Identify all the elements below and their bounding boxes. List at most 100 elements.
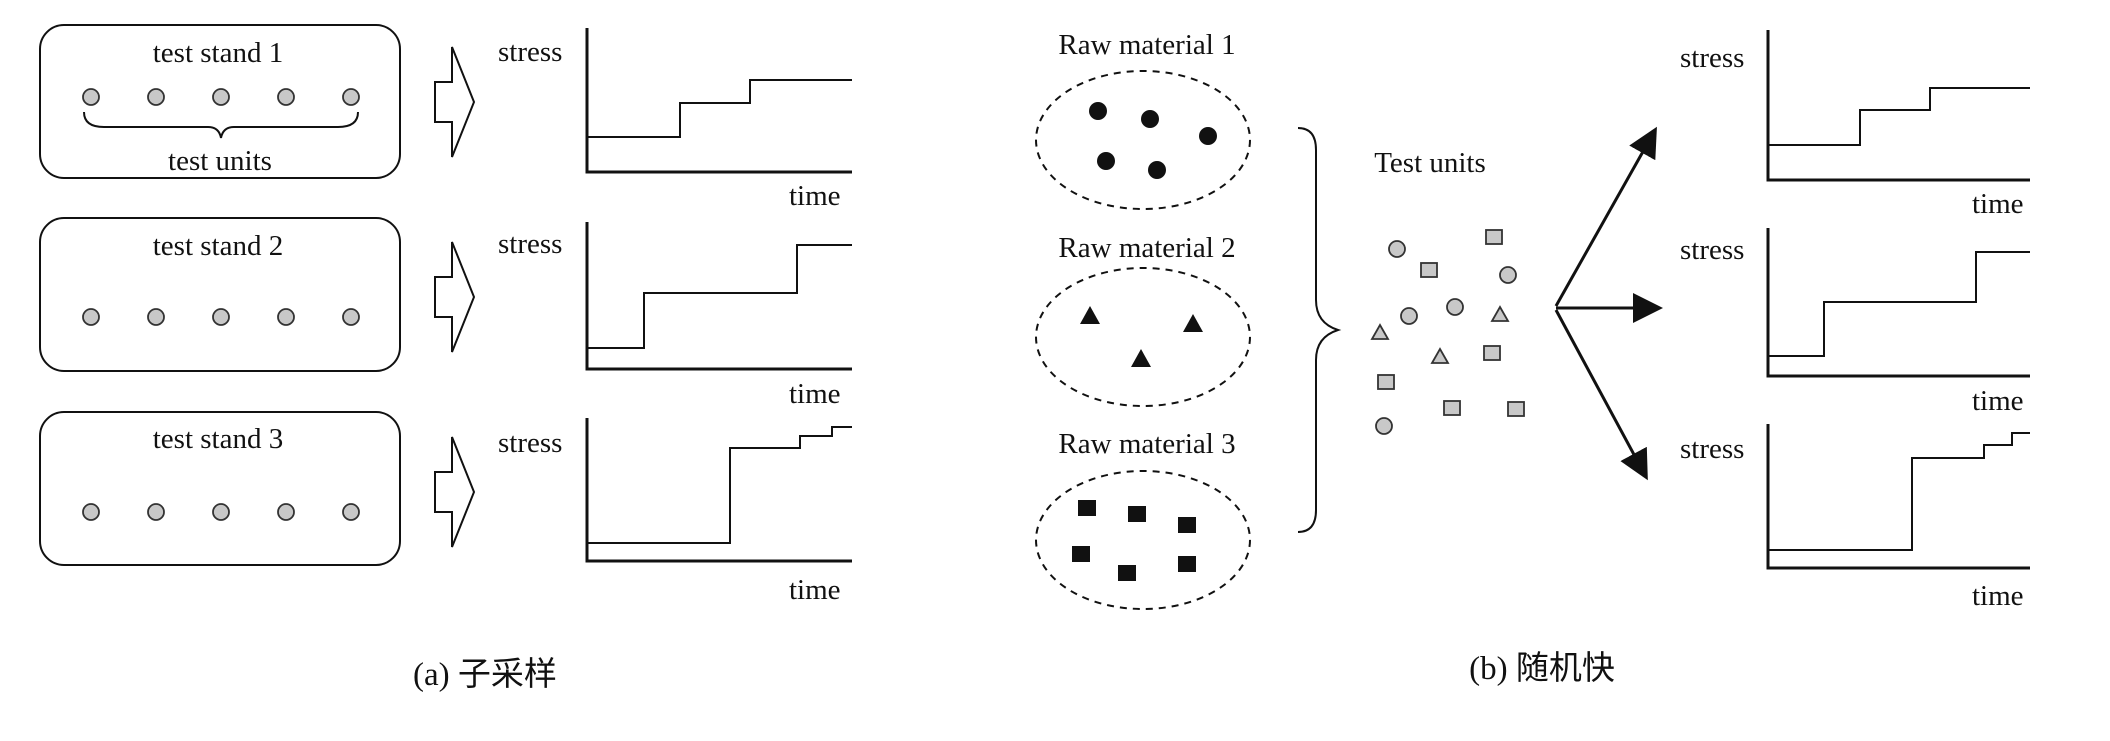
raw-material-1-markers (1089, 102, 1217, 179)
unit-triangle (1430, 347, 1450, 364)
test-stand-1: test stand 1 test units (39, 24, 401, 179)
test-unit (277, 88, 295, 106)
filled-triangle-marker (1131, 349, 1151, 367)
test-stand-3: test stand 3 (39, 411, 401, 566)
unit-square (1443, 400, 1461, 416)
filled-square-marker (1072, 546, 1090, 562)
mixed-test-units (1370, 229, 1525, 435)
time-axis-label: time (1972, 385, 2024, 417)
unit-circle (1388, 240, 1406, 258)
stress-profile (1768, 432, 2030, 551)
test-unit (82, 503, 100, 521)
filled-circle-marker (1148, 161, 1166, 179)
filled-triangle-marker (1183, 314, 1203, 332)
test-stand-3-box (39, 411, 401, 566)
stress-profile (587, 244, 852, 349)
filled-square-marker (1178, 517, 1196, 533)
test-stand-3-units (82, 503, 360, 521)
stress-axis-label: stress (498, 228, 562, 260)
plot-axes (585, 28, 852, 174)
unit-square (1483, 345, 1501, 361)
stress-profile (587, 79, 852, 138)
panel-a-arrows (434, 46, 476, 548)
unit-square (1420, 262, 1438, 278)
stress-axis-label: stress (1680, 234, 1744, 266)
hollow-arrow-icon (434, 46, 476, 158)
test-stand-2-label: test stand 2 (153, 230, 284, 262)
raw-material-2-group (1035, 267, 1251, 407)
unit-square (1507, 401, 1525, 417)
unit-square (1485, 229, 1503, 245)
test-stand-2-box (39, 217, 401, 372)
test-unit (82, 88, 100, 106)
unit-circle (1375, 417, 1393, 435)
test-unit (342, 308, 360, 326)
unit-square (1377, 374, 1395, 390)
arrow-up-icon (1554, 126, 1657, 307)
unit-triangle (1490, 305, 1510, 322)
test-stand-3-label: test stand 3 (153, 423, 284, 455)
test-unit (342, 503, 360, 521)
raw-material-2-markers (1080, 306, 1203, 367)
filled-square-marker (1078, 500, 1096, 516)
test-unit (82, 308, 100, 326)
unit-triangle (1370, 323, 1390, 340)
raw-material-3-group (1035, 470, 1251, 610)
time-axis-label: time (1972, 188, 2024, 220)
time-axis-label: time (789, 574, 841, 606)
panel-b: Raw material 1 Raw material 2 Raw materi… (1035, 29, 2030, 687)
unit-circle (1400, 307, 1418, 325)
panel-a-plots (585, 28, 852, 563)
time-axis-label: time (789, 378, 841, 410)
filled-circle-marker (1089, 102, 1107, 120)
stress-plot-b3 (1766, 424, 2030, 570)
filled-square-marker (1178, 556, 1196, 572)
filled-square-marker (1128, 506, 1146, 522)
test-unit (212, 308, 230, 326)
raw-material-1-label: Raw material 1 (1058, 29, 1235, 61)
panel-a: test stand 1 test units test stand 2 (39, 24, 852, 693)
plot-axes (1766, 228, 2030, 378)
stress-axis-label: stress (498, 36, 562, 68)
stress-axis-label: stress (498, 427, 562, 459)
unit-circle (1446, 298, 1464, 316)
distribution-arrows (1554, 126, 1663, 481)
panel-b-caption: (b) 随机快 (1469, 650, 1615, 687)
test-unit (147, 88, 165, 106)
hollow-arrow-icon (434, 241, 476, 353)
test-unit (342, 88, 360, 106)
raw-material-3-label: Raw material 3 (1058, 428, 1235, 460)
arrow-down-icon (1554, 309, 1648, 481)
test-stand-2-units (82, 308, 360, 326)
plot-axes (585, 418, 852, 563)
test-unit (212, 88, 230, 106)
stress-plot-a3 (585, 418, 852, 563)
raw-material-3-markers (1072, 500, 1196, 581)
test-units-label: Test units (1374, 147, 1486, 179)
stress-plot-a2 (585, 222, 852, 371)
test-stand-1-box (39, 24, 401, 179)
test-unit (277, 503, 295, 521)
plot-axes (1766, 30, 2030, 182)
test-unit (277, 308, 295, 326)
stress-plot-b2 (1766, 228, 2030, 378)
filled-square-marker (1118, 565, 1136, 581)
units-brace (83, 111, 359, 139)
unit-circle (1499, 266, 1517, 284)
raw-material-2-label: Raw material 2 (1058, 232, 1235, 264)
stress-profile (1768, 251, 2030, 357)
stress-axis-label: stress (1680, 42, 1744, 74)
plot-axes (585, 222, 852, 371)
test-unit (212, 503, 230, 521)
stress-profile (587, 426, 852, 544)
stress-profile (1768, 87, 2030, 146)
stress-plot-a1 (585, 28, 852, 174)
grouping-brace (1297, 127, 1342, 533)
filled-circle-marker (1141, 110, 1159, 128)
test-unit (147, 503, 165, 521)
test-stand-1-label: test stand 1 (153, 37, 284, 69)
hollow-arrow-icon (434, 436, 476, 548)
stress-axis-label: stress (1680, 433, 1744, 465)
